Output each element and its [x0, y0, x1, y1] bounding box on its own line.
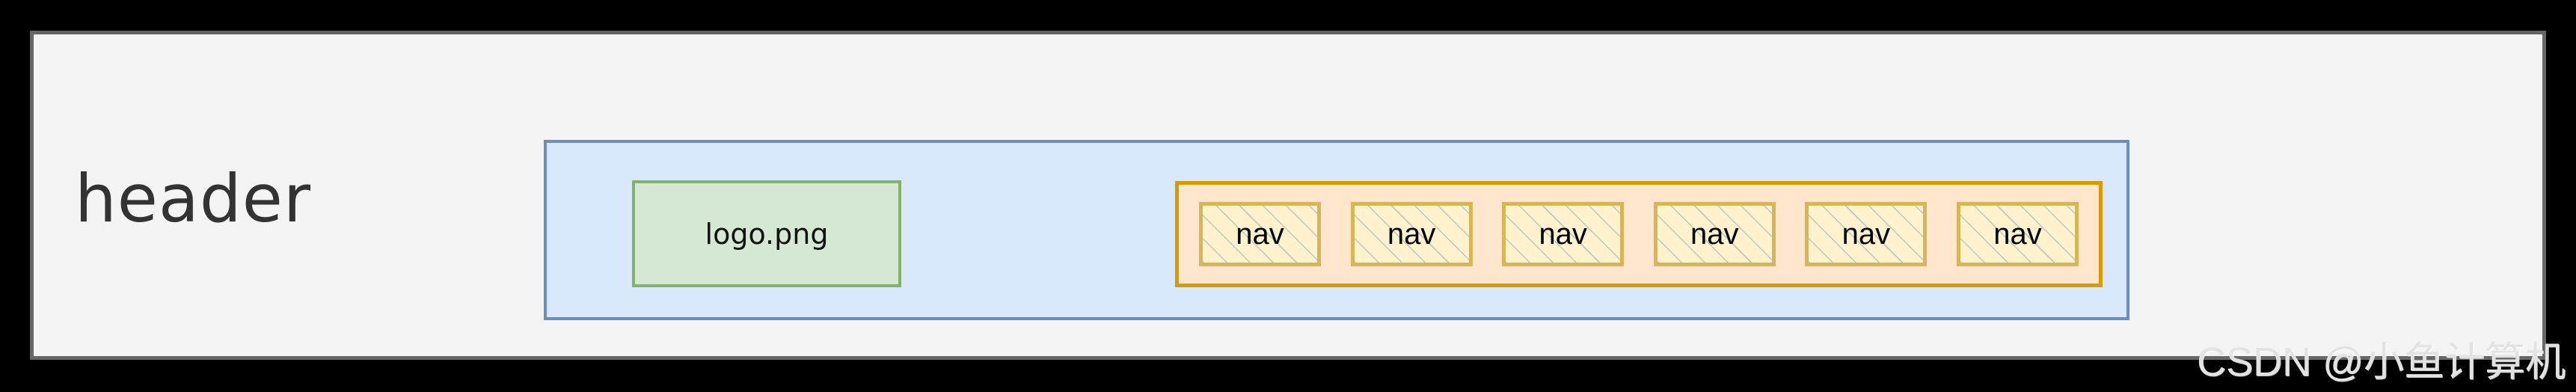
nav-item-label: nav	[1690, 218, 1739, 251]
nav-item-label: nav	[1993, 218, 2042, 251]
nav-item-label: nav	[1387, 218, 1436, 251]
nav-item[interactable]: nav	[1956, 202, 2079, 266]
logo-box[interactable]: logo.png	[632, 180, 901, 287]
page-title: header	[75, 160, 312, 237]
nav-container[interactable]: nav nav nav nav nav nav	[1175, 181, 2103, 287]
page-frame: header logo.png nav nav nav nav	[30, 31, 2546, 360]
header-container[interactable]: logo.png nav nav nav nav nav	[544, 140, 2129, 320]
nav-item-label: nav	[1841, 218, 1891, 251]
nav-item-label: nav	[1539, 218, 1587, 251]
nav-item[interactable]: nav	[1805, 202, 1928, 266]
nav-item[interactable]: nav	[1199, 202, 1321, 266]
nav-item[interactable]: nav	[1653, 202, 1776, 266]
logo-label: logo.png	[705, 217, 829, 251]
nav-item[interactable]: nav	[1502, 202, 1625, 266]
nav-item-label: nav	[1236, 218, 1284, 251]
nav-item[interactable]: nav	[1350, 202, 1473, 266]
